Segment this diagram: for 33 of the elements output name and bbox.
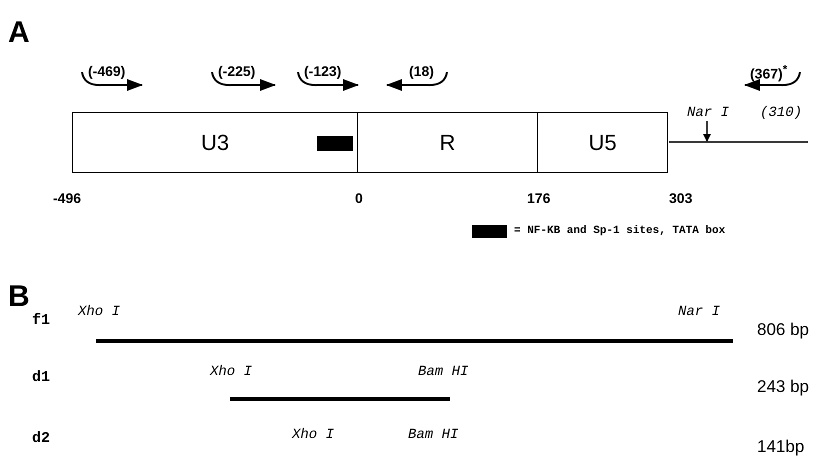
- coordinate: -496: [53, 191, 82, 205]
- restriction-site: Xho I: [210, 365, 252, 379]
- primer-position: (-123): [304, 64, 342, 78]
- panel-letter: A: [8, 18, 30, 48]
- panel-letter: B: [8, 282, 30, 312]
- fragment-size: 141bp: [757, 438, 804, 455]
- restriction-site: Bam HI: [408, 428, 458, 442]
- r-region: [357, 112, 538, 173]
- u3-region: [72, 112, 358, 173]
- restriction-site: Nar I: [678, 305, 720, 319]
- restriction-site: Nar I: [687, 106, 730, 120]
- coordinate: 303: [669, 191, 692, 205]
- primer-position: (367)$^{*}$: [750, 64, 788, 81]
- primer-position: (-469): [88, 64, 126, 78]
- fragment-size: 806 bp: [757, 321, 809, 338]
- primer-position: (18): [409, 64, 434, 78]
- fragment-name: f1: [32, 313, 50, 328]
- restriction-site: Xho I: [78, 305, 120, 319]
- fragment-size: 243 bp: [757, 378, 809, 395]
- binding-site-block: [317, 136, 353, 151]
- legend-text: = NF-KB and Sp-1 sites, TATA box: [514, 226, 726, 237]
- region-label: R: [438, 130, 456, 156]
- region-label: U3: [200, 130, 230, 156]
- coordinate: 0: [355, 191, 363, 205]
- fragment-name: d1: [32, 370, 50, 385]
- u5-region: [537, 112, 668, 173]
- fragment-name: d2: [32, 431, 50, 446]
- region-label: U5: [587, 130, 618, 156]
- restriction-site: Bam HI: [418, 365, 468, 379]
- restriction-site: Xho I: [292, 428, 334, 442]
- coordinate: 176: [527, 191, 550, 205]
- primer-position: (-225): [218, 64, 256, 78]
- site-position: (310): [760, 106, 802, 120]
